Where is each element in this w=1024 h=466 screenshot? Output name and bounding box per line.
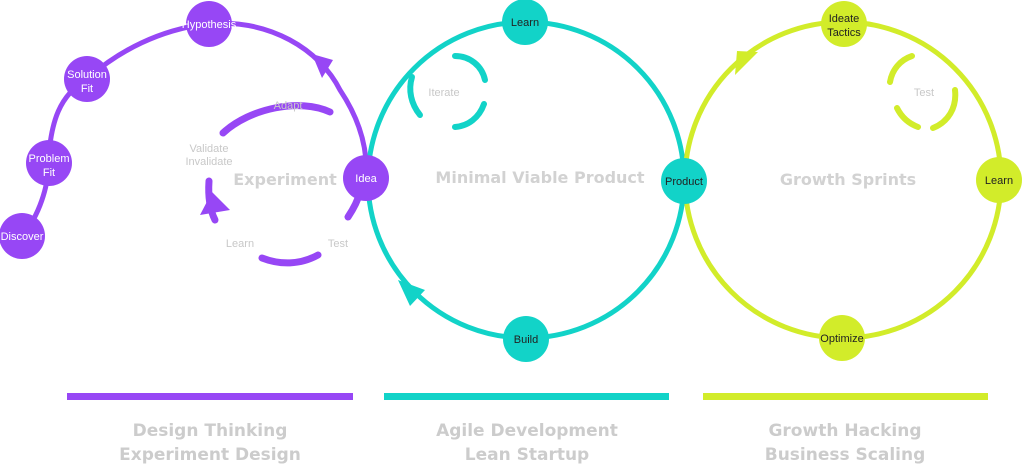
loop-learn-label: Learn — [226, 238, 254, 250]
growth-loop-b — [930, 87, 959, 131]
svg-text:Optimize: Optimize — [820, 333, 863, 345]
experiment-loop-top — [219, 102, 334, 137]
svg-text:Solution: Solution — [67, 69, 107, 81]
svg-text:Ideate: Ideate — [829, 13, 860, 25]
experiment-title: Experiment — [233, 170, 337, 189]
experiment-loop-bottom — [258, 251, 322, 267]
svg-text:Problem: Problem — [29, 153, 70, 165]
agile-footer-line1: Agile Development — [436, 421, 618, 441]
loop-test-label: Test — [328, 238, 348, 250]
svg-text:Fit: Fit — [81, 83, 93, 95]
agile-section: Iterate Minimal Viable Product Learn Bui… — [365, 0, 687, 362]
node-agile-learn: Learn — [502, 0, 548, 45]
node-idea: Idea — [343, 155, 389, 201]
svg-text:Learn: Learn — [511, 17, 539, 29]
validate-label: Validate — [190, 143, 229, 155]
svg-text:Hypothesis: Hypothesis — [182, 19, 237, 31]
growth-footer-line2: Business Scaling — [765, 445, 926, 465]
growth-test-label: Test — [914, 87, 934, 99]
node-ideate-tactics: Ideate Tactics — [821, 1, 867, 47]
node-optimize: Optimize — [819, 315, 865, 361]
experiment-loop-arrow — [200, 192, 230, 215]
growth-section: Test Growth Sprints Ideate Tactics Learn… — [682, 1, 1022, 361]
agile-footer-line2: Lean Startup — [465, 445, 589, 465]
svg-text:Learn: Learn — [985, 175, 1013, 187]
node-hypothesis: Hypothesis — [182, 1, 237, 47]
adapt-label: Adapt — [274, 100, 303, 112]
design-thinking-footer-line1: Design Thinking — [133, 421, 288, 441]
growth-loop-a — [887, 53, 915, 85]
growth-loop-c — [894, 105, 921, 130]
agile-bar — [384, 393, 669, 400]
node-growth-learn: Learn — [976, 157, 1022, 203]
svg-text:Fit: Fit — [43, 167, 55, 179]
iterate-loop-b — [452, 101, 487, 130]
design-thinking-arrow — [312, 54, 333, 78]
design-thinking-footer-line2: Experiment Design — [119, 445, 301, 465]
agile-arrow — [398, 280, 425, 306]
design-thinking-section: Adapt Validate Invalidate Learn Test Exp… — [0, 1, 369, 267]
svg-text:Build: Build — [514, 334, 538, 346]
node-discover: Discover — [0, 213, 45, 259]
growth-sprints-title: Growth Sprints — [780, 170, 916, 189]
svg-text:Idea: Idea — [355, 173, 377, 185]
iterate-loop-c — [407, 74, 423, 118]
svg-text:Product: Product — [665, 176, 703, 188]
node-product: Product — [661, 158, 707, 204]
growth-footer-line1: Growth Hacking — [768, 421, 921, 441]
iterate-loop-a — [452, 53, 488, 83]
mvp-title: Minimal Viable Product — [435, 168, 644, 187]
node-problem-fit: Problem Fit — [26, 140, 72, 186]
svg-text:Tactics: Tactics — [827, 27, 861, 39]
growth-arrow — [735, 51, 758, 75]
node-build: Build — [503, 316, 549, 362]
growth-bar — [703, 393, 988, 400]
node-solution-fit: Solution Fit — [64, 56, 110, 102]
iterate-label: Iterate — [428, 87, 459, 99]
design-thinking-bar — [67, 393, 353, 400]
svg-text:Discover: Discover — [1, 231, 44, 243]
invalidate-label: Invalidate — [185, 156, 232, 168]
